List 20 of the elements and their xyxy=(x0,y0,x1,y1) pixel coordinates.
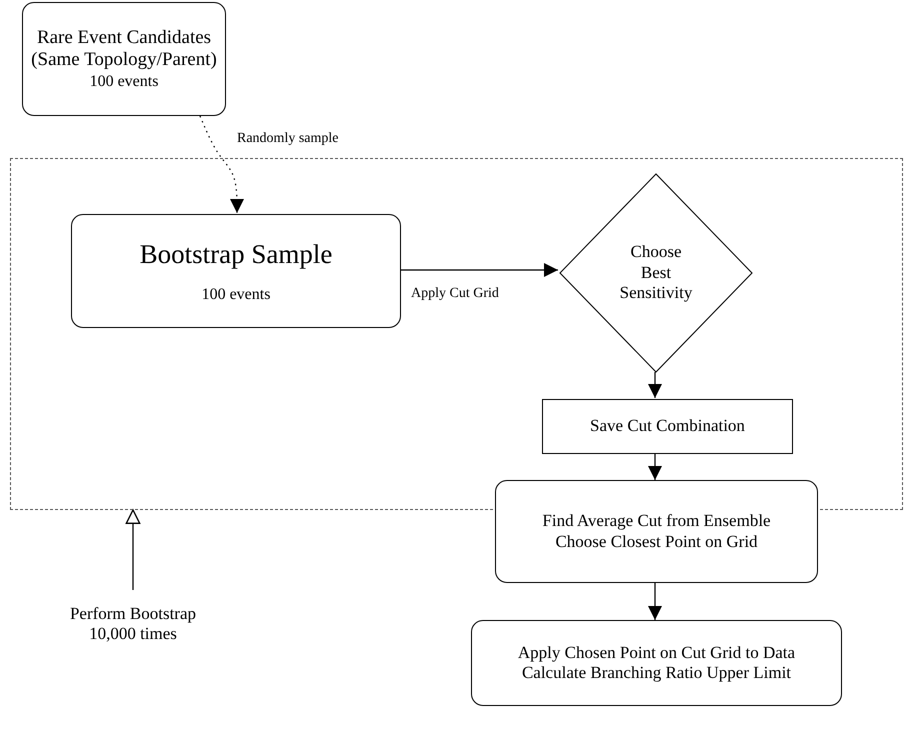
source-box xyxy=(22,2,226,116)
process-box: Apply Chosen Point on Cut Grid to Data Calculate Branching Ratio Upper Limit xyxy=(471,620,842,706)
arrow xyxy=(648,453,662,480)
arrow xyxy=(400,263,558,277)
arrow xyxy=(648,372,662,398)
box-subtext: 100 events xyxy=(202,284,270,304)
edge-label: Randomly sample xyxy=(237,131,338,147)
process-box: Save Cut Combination xyxy=(542,399,793,454)
process-box xyxy=(71,214,401,328)
arrow xyxy=(126,509,140,590)
note-text: Perform Bootstrap 10,000 times xyxy=(50,596,216,652)
process-box: Find Average Cut from Ensemble Choose Closest Point on Grid xyxy=(495,480,818,583)
box-heading: Rare Event Candidates (Same Topology/Parent) xyxy=(30,26,218,72)
edge-label: Apply Cut Grid xyxy=(411,286,499,302)
loop-region xyxy=(10,158,903,510)
decision-diamond: Choose Best Sensitivity xyxy=(559,173,753,373)
arrow xyxy=(648,583,662,620)
box-subtext: 100 events xyxy=(90,72,158,92)
box-heading: Bootstrap Sample xyxy=(140,238,332,271)
arrow xyxy=(199,116,244,213)
